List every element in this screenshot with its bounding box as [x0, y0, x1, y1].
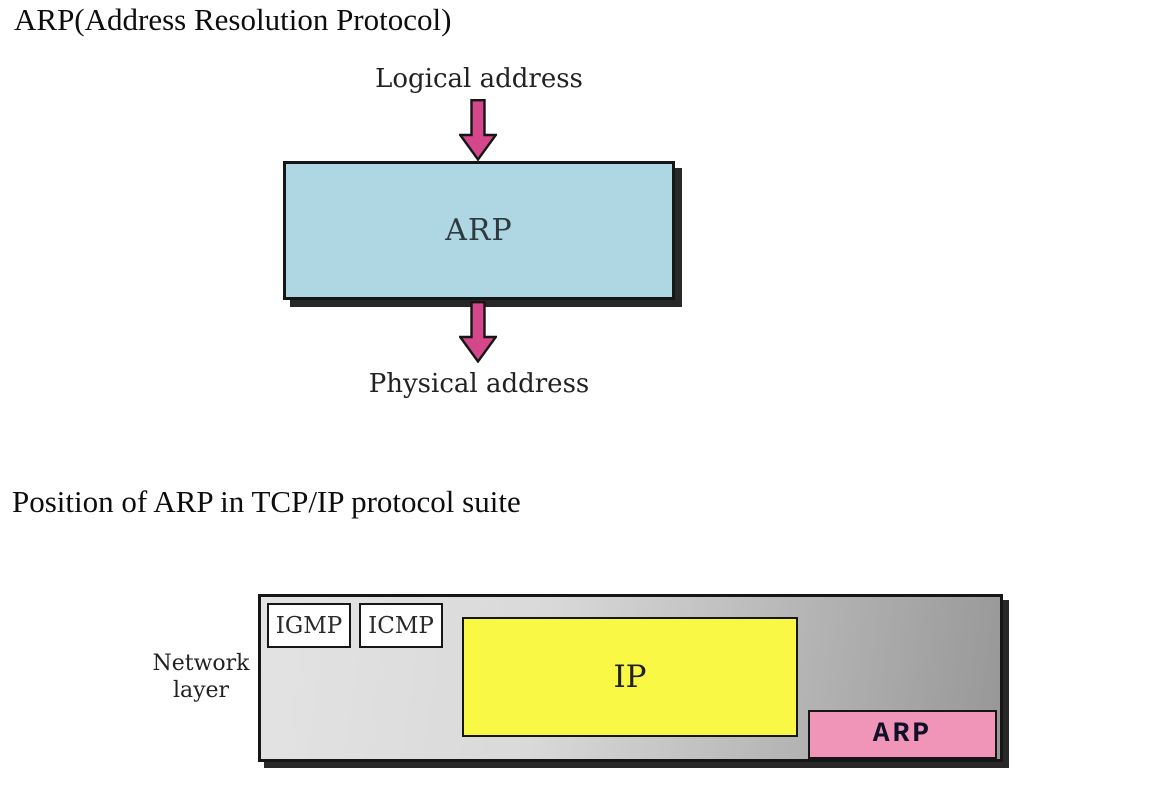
arp-box: ARP [808, 710, 997, 759]
arp-box-label: ARP [872, 719, 933, 750]
down-arrow-icon [459, 99, 497, 161]
arp-protocol-box: ARP [283, 161, 675, 300]
ip-box: IP [462, 617, 798, 737]
ip-box-label: IP [613, 659, 647, 695]
icmp-box-label: ICMP [368, 612, 434, 639]
down-arrow-icon [459, 301, 497, 363]
igmp-box: IGMP [267, 603, 351, 648]
igmp-box-label: IGMP [275, 612, 343, 639]
icmp-box: ICMP [359, 603, 443, 648]
network-layer-label: Network layer [146, 651, 256, 705]
network-layer-label-line1: Network [152, 651, 250, 676]
network-layer-label-line2: layer [172, 677, 230, 703]
physical-address-label: Physical address [368, 369, 590, 399]
arp-protocol-box-label: ARP [445, 213, 513, 248]
section-subtitle: Position of ARP in TCP/IP protocol suite [12, 484, 521, 519]
page-title: ARP(Address Resolution Protocol) [14, 2, 452, 37]
logical-address-label: Logical address [375, 64, 583, 94]
